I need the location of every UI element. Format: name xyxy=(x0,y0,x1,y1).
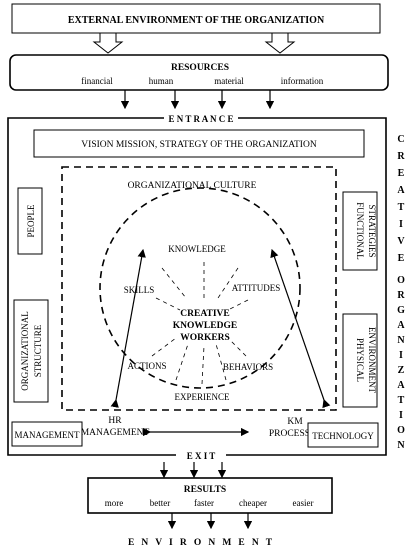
management-label: MANAGEMENT xyxy=(15,430,80,440)
organization-frame-left xyxy=(7,117,176,456)
hollow-arrow-left xyxy=(92,32,124,54)
experience-label: EXPERIENCE xyxy=(175,392,231,402)
center-label-1: CREATIVE xyxy=(180,309,229,319)
resources-box xyxy=(9,54,389,91)
creative-letter: R xyxy=(397,151,405,162)
external-environment-box xyxy=(11,3,381,34)
organization-letter: G xyxy=(397,305,405,316)
vision-label: VISION MISSION, STRATEGY OF THE ORGANIZA… xyxy=(81,140,317,150)
hr-label-1: HR xyxy=(108,416,122,426)
knowledge-label: KNOWLEDGE xyxy=(168,244,226,254)
result-cheaper: cheaper xyxy=(239,498,267,508)
attitudes-label: ATTITUDES xyxy=(232,283,281,293)
organization-letter: R xyxy=(397,290,405,301)
physical-environment-box xyxy=(342,313,378,408)
resource-information: information xyxy=(281,76,324,86)
result-more: more xyxy=(105,498,124,508)
functional-label-2: STRATEGIES xyxy=(367,204,377,257)
center-label-3: WORKERS xyxy=(180,333,230,343)
km-label-2: PROCESSES xyxy=(269,429,321,439)
functional-label-1: FUNCTIONAL xyxy=(355,202,365,260)
culture-label: ORGANIZATIONAL CULTURE xyxy=(128,181,257,191)
management-box xyxy=(11,421,83,447)
result-faster: faster xyxy=(194,498,214,508)
organization-letter: A xyxy=(397,380,405,391)
results-title: RESULTS xyxy=(184,485,226,495)
technology-box xyxy=(307,422,379,448)
creative-letter: V xyxy=(397,236,405,247)
physical-label-1: PHYSICAL xyxy=(355,338,365,382)
organization-letter: O xyxy=(397,275,405,286)
organization-frame-right xyxy=(226,117,387,456)
center-label-2: KNOWLEDGE xyxy=(173,321,237,331)
side-label-organization: ORGANIZATION xyxy=(397,275,405,451)
physical-label-2: ENVIRONMENT xyxy=(367,327,377,393)
vision-box xyxy=(33,129,365,158)
org-structure-box xyxy=(13,299,49,403)
organization-letter: T xyxy=(398,395,405,406)
creative-letter: E xyxy=(398,168,405,179)
behaviors-label: BEHAVIORS xyxy=(223,362,273,372)
creative-letter: T xyxy=(398,202,405,213)
km-label-1: KM xyxy=(287,417,303,427)
circle-spokes xyxy=(151,262,249,385)
organization-letter: N xyxy=(397,440,405,451)
resource-financial: financial xyxy=(81,76,113,86)
external-environment-label: EXTERNAL ENVIRONMENT OF THE ORGANIZATION xyxy=(68,15,325,26)
organization-letter: Z xyxy=(398,365,405,376)
functional-strategies-box xyxy=(342,191,378,271)
entrance-label: E N T R A N C E xyxy=(169,114,234,124)
organization-letter: N xyxy=(397,335,405,346)
technology-label: TECHNOLOGY xyxy=(312,431,374,441)
people-label: PEOPLE xyxy=(26,204,36,238)
exit-label: E X I T xyxy=(187,451,216,461)
org-structure-label-2: STRUCTURE xyxy=(33,324,43,377)
creative-letter: C xyxy=(397,134,404,145)
org-structure-label-1: ORGANIZATIONAL xyxy=(20,311,30,391)
culture-dashed-frame xyxy=(61,166,337,411)
hollow-arrow-right xyxy=(264,32,296,54)
actions-label: ACTIONS xyxy=(127,361,166,371)
environment-label: E N V I R O N M E N T xyxy=(128,538,273,548)
organization-letter: I xyxy=(399,410,403,421)
resources-title: RESOURCES xyxy=(171,63,229,73)
result-easier: easier xyxy=(293,498,314,508)
creative-letter: I xyxy=(399,219,403,230)
results-box xyxy=(87,477,333,514)
arrow-right-diagonal xyxy=(270,248,331,409)
creative-letter: E xyxy=(398,253,405,264)
resource-human: human xyxy=(149,76,174,86)
people-box xyxy=(17,187,43,255)
organization-letter: O xyxy=(397,425,405,436)
organization-letter: A xyxy=(397,320,405,331)
organization-letter: I xyxy=(399,350,403,361)
creative-letter: A xyxy=(397,185,405,196)
side-label-creative: CREATIVE xyxy=(397,134,405,264)
result-better: better xyxy=(150,498,171,508)
resource-material: material xyxy=(214,76,244,86)
arrow-left-diagonal xyxy=(110,248,146,408)
skills-label: SKILLS xyxy=(124,285,155,295)
hr-label-2: MANAGEMENT xyxy=(81,428,150,438)
